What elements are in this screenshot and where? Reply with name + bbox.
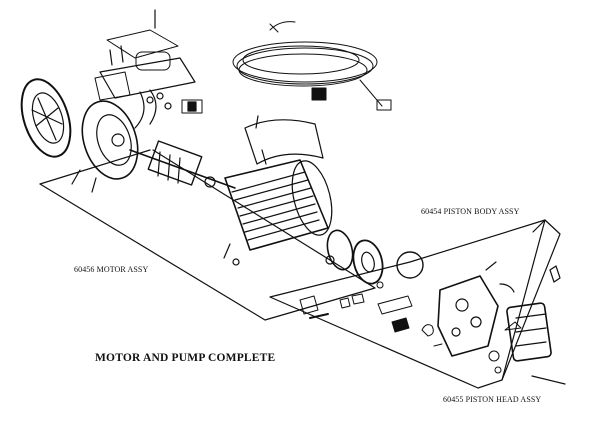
motor-assy-label: 60456 MOTOR ASSY	[74, 265, 149, 274]
piston-body-assy-label: 60454 PISTON BODY ASSY	[421, 207, 520, 216]
pump-panel	[269, 219, 561, 389]
end-bell	[71, 100, 139, 193]
terminal-box-parts	[94, 9, 203, 129]
piston-head	[506, 265, 566, 385]
motor-assy-panel	[39, 149, 376, 321]
rotor	[129, 140, 236, 189]
stator-housing	[223, 149, 333, 266]
pump-small-parts	[299, 281, 522, 374]
piston-head-assy-label: 60455 PISTON HEAD ASSY	[443, 395, 542, 404]
shroud	[244, 115, 324, 165]
fan-cover	[20, 78, 72, 158]
diagram-caption: MOTOR AND PUMP COMPLETE	[95, 352, 276, 364]
power-cord	[232, 21, 392, 111]
piston-body	[437, 261, 515, 357]
o-ring	[396, 251, 424, 279]
front-flange	[325, 229, 384, 285]
